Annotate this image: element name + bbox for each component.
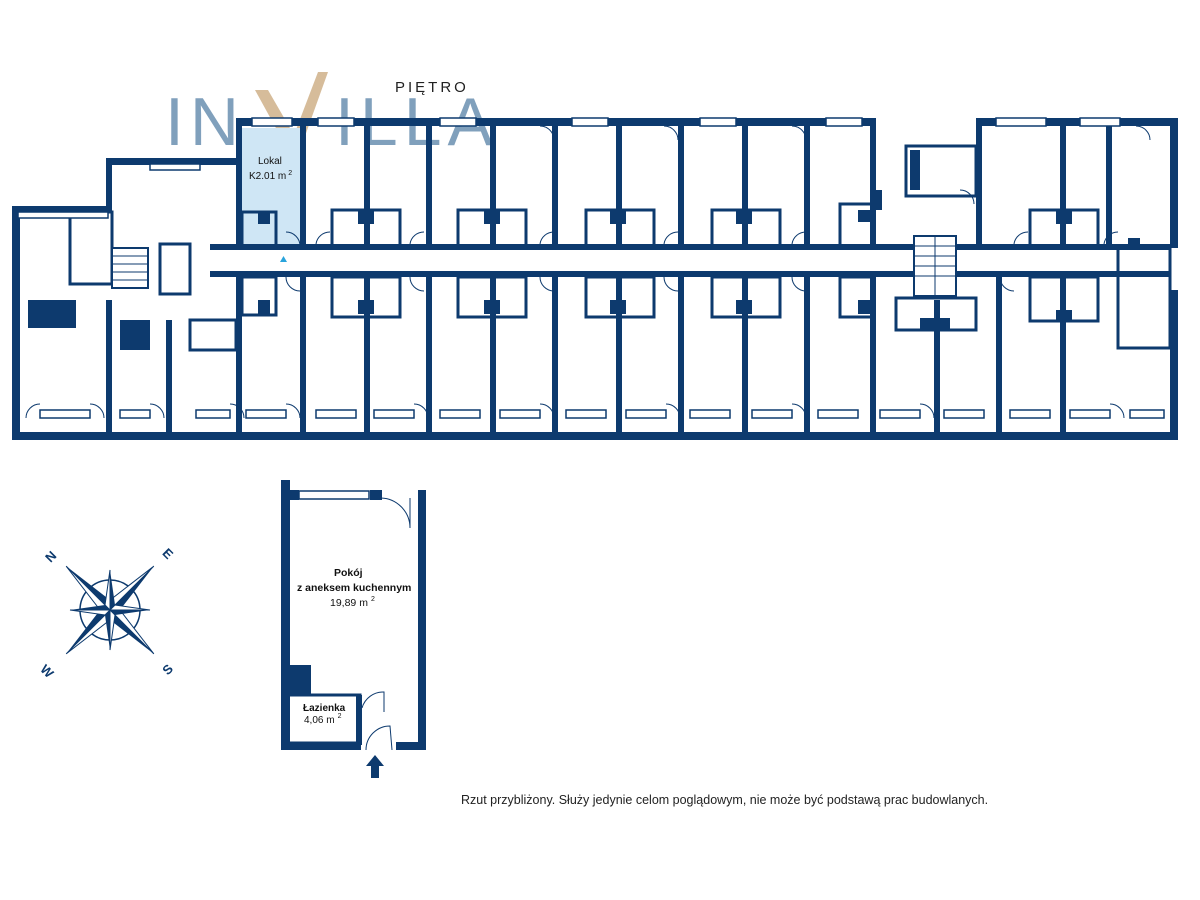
- compass-n: N: [42, 548, 59, 565]
- disclaimer-text: Rzut przybliżony. Służy jedynie celom po…: [461, 793, 988, 807]
- highlighted-unit-label: Lokal: [258, 156, 282, 167]
- entrance-arrow: [366, 755, 384, 778]
- building-plan: Lokal K2.01 m2: [12, 117, 1178, 440]
- logo-text: IN: [165, 84, 245, 160]
- room-name-line1: Pokój: [334, 567, 363, 579]
- floor-label: PIĘTRO: [395, 79, 469, 96]
- compass-w: W: [37, 662, 57, 682]
- highlighted-unit-marker: [280, 256, 287, 262]
- compass-rose: [65, 565, 155, 655]
- compass-e: E: [160, 545, 177, 562]
- stairs-left: [111, 247, 149, 289]
- highlighted-unit-area[interactable]: [240, 128, 303, 248]
- stairs-right: [913, 235, 957, 297]
- bathroom-name: Łazienka: [303, 703, 346, 714]
- compass-s: S: [159, 661, 176, 678]
- room-name-line2: z aneksem kuchennym: [297, 582, 411, 594]
